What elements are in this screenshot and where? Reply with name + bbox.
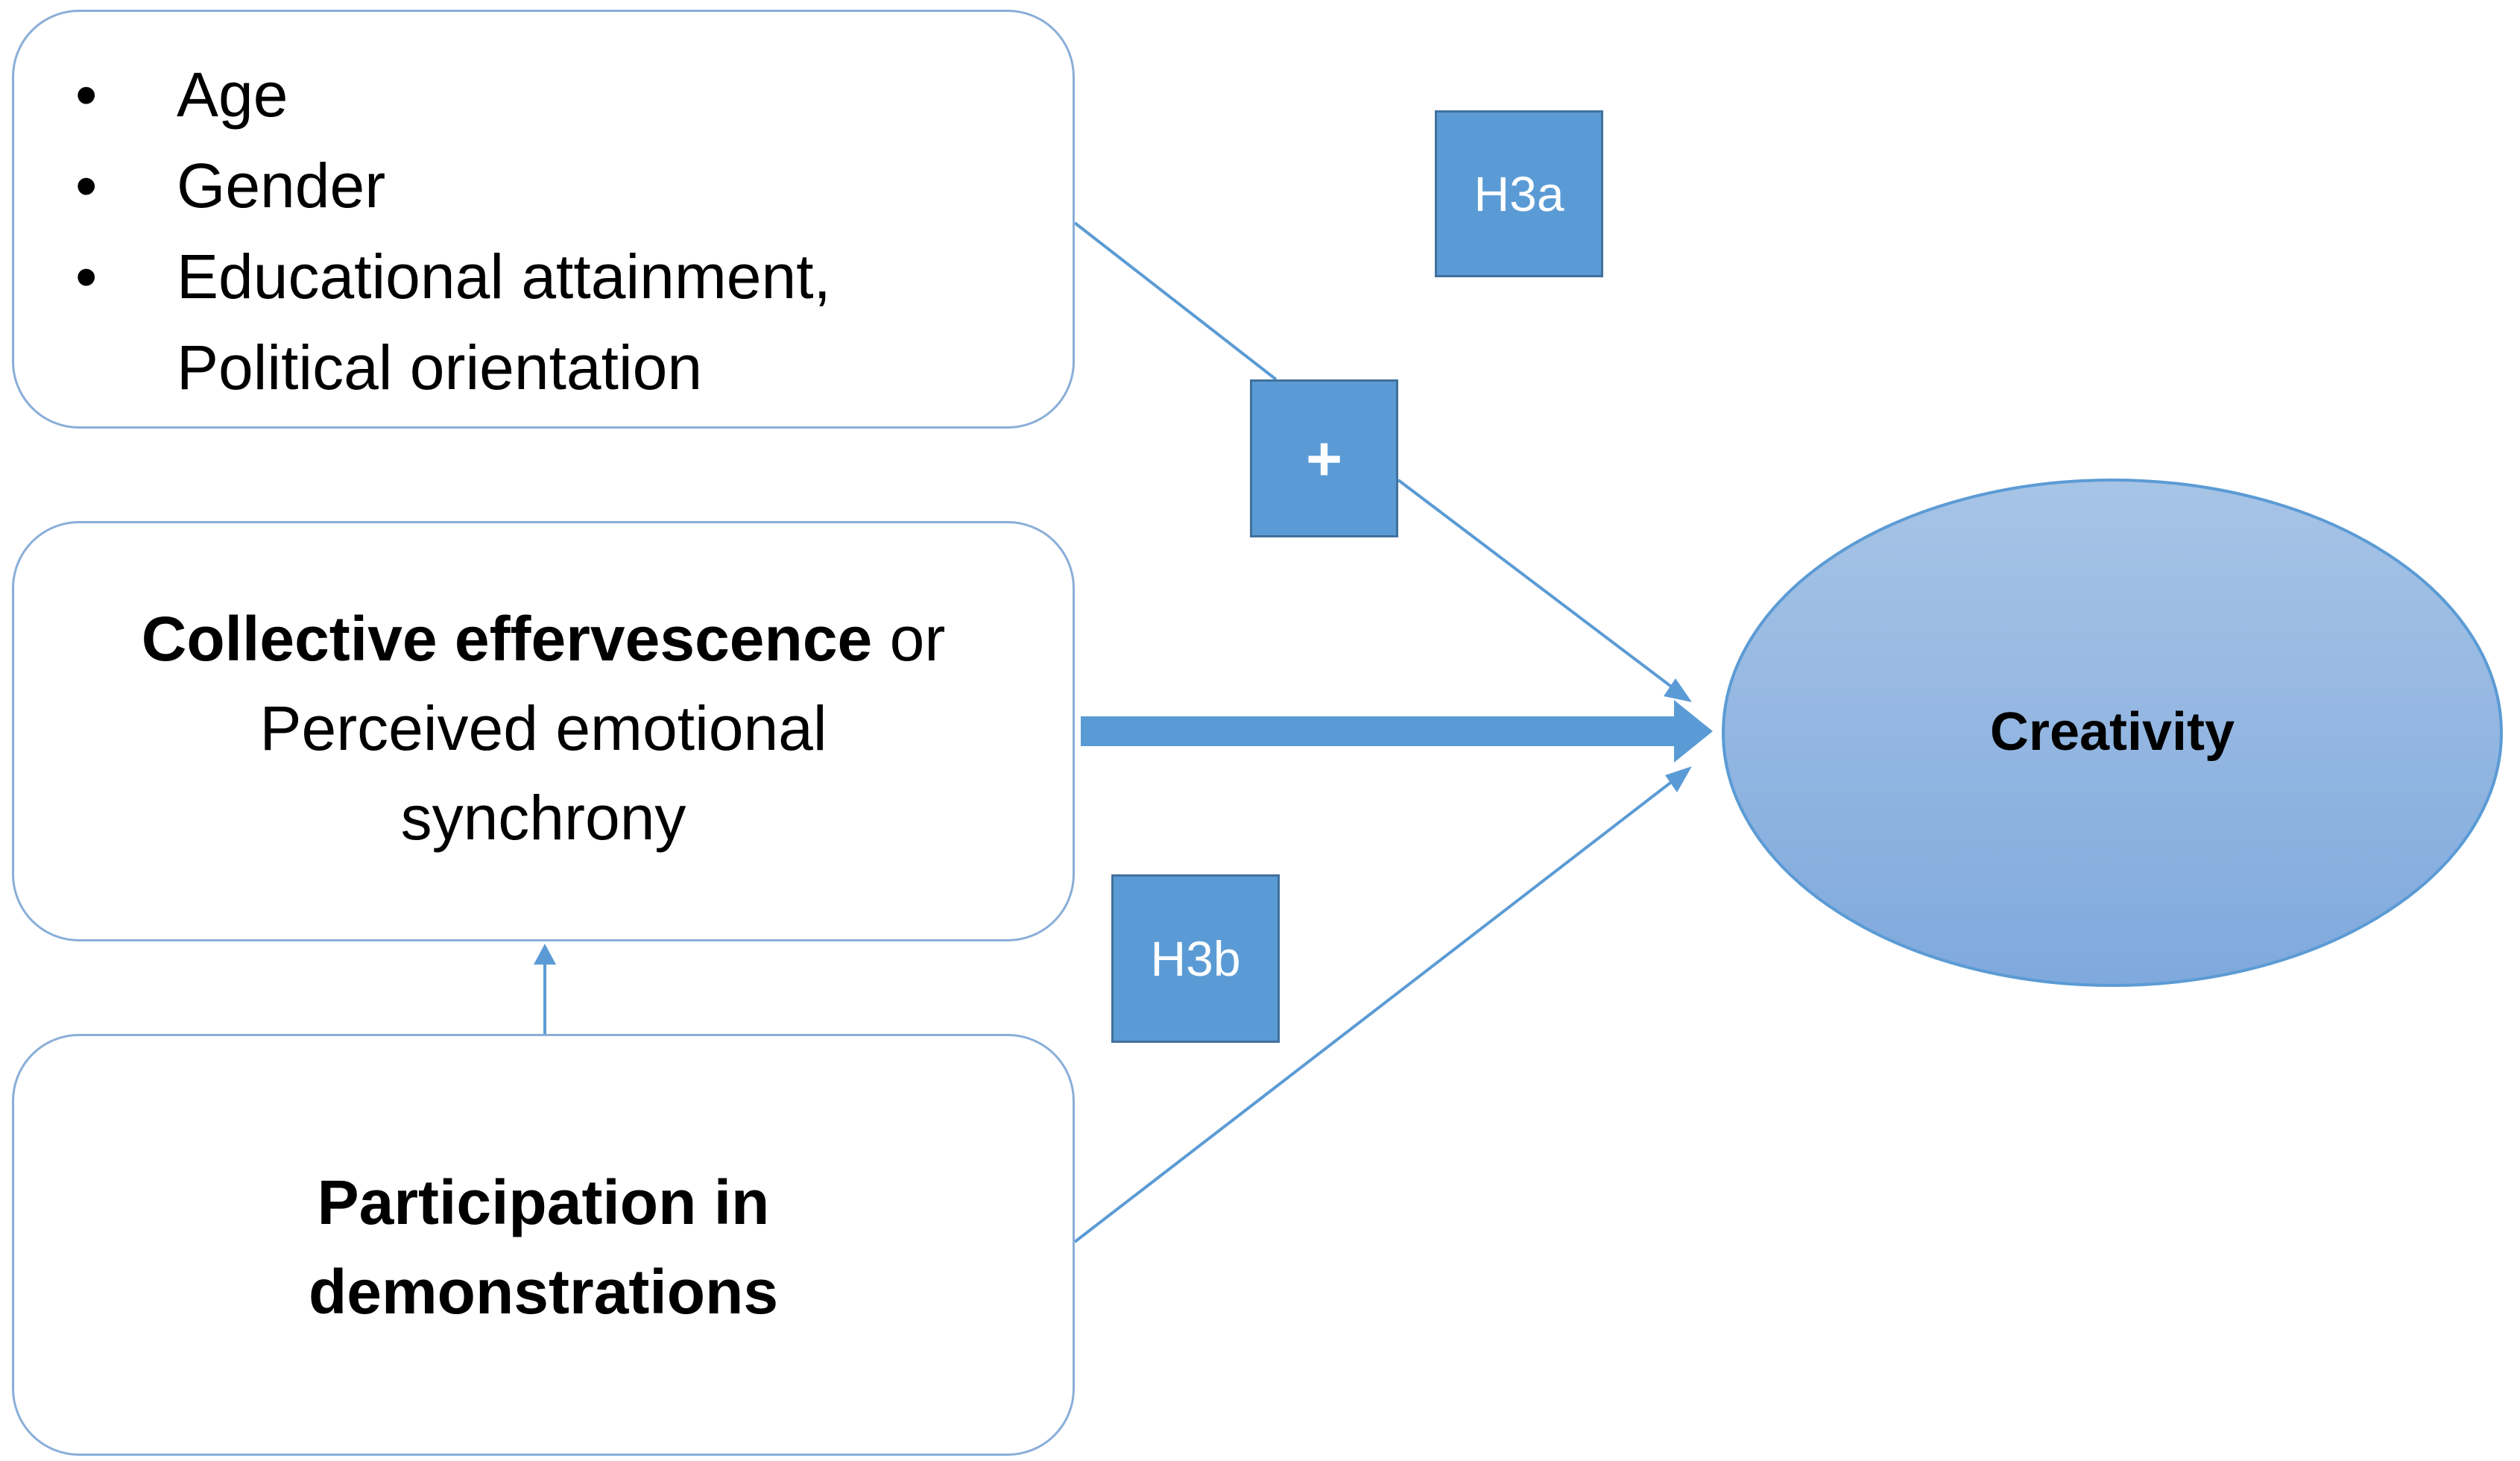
predictor-line-2: demonstrations bbox=[308, 1257, 779, 1327]
control-variables-list: • Age • Gender • Educational attainment,… bbox=[14, 49, 1073, 413]
predictor-to-mediator-arrowhead bbox=[534, 944, 556, 965]
mediator-text: Collective effervescence or Perceived em… bbox=[14, 594, 1073, 862]
bullet-icon: • bbox=[75, 242, 98, 312]
bullet-icon: • bbox=[75, 151, 98, 221]
mediator-or-text: or bbox=[872, 604, 946, 674]
list-item-label: Gender bbox=[177, 151, 386, 221]
hypothesis-h3a-label: H3a bbox=[1435, 110, 1603, 277]
predictor-box: Participation in demonstrations bbox=[12, 1034, 1075, 1456]
list-item: • Educational attainment, bbox=[14, 231, 1073, 322]
moderator-to-creativity-arrow bbox=[1397, 479, 1687, 699]
mediator-line-3: synchrony bbox=[400, 783, 686, 853]
predictor-to-creativity-arrow bbox=[1073, 769, 1687, 1243]
creativity-label: Creativity bbox=[1990, 702, 2235, 762]
mediator-box: Collective effervescence or Perceived em… bbox=[12, 521, 1075, 941]
hypothesis-h3b-label: H3b bbox=[1111, 874, 1280, 1043]
mediator-arrowhead bbox=[1674, 700, 1713, 763]
bullet-icon: • bbox=[75, 60, 98, 130]
mediator-line-1: Collective effervescence or bbox=[14, 594, 1073, 684]
predictor-text: Participation in demonstrations bbox=[14, 1158, 1073, 1337]
list-item: • Age bbox=[14, 49, 1073, 140]
list-item-continuation: Political orientation bbox=[14, 322, 1073, 413]
list-item-label: Age bbox=[177, 60, 288, 130]
list-item-label: Educational attainment, bbox=[177, 242, 831, 312]
moderation-plus-label: + bbox=[1250, 379, 1398, 537]
predictor-line-1: Participation in bbox=[317, 1167, 770, 1237]
mediator-line-2: Perceived emotional bbox=[259, 693, 827, 763]
moderator-arrowhead bbox=[1664, 678, 1692, 702]
mediator-bold-text: Collective effervescence bbox=[141, 604, 873, 674]
controls-to-moderator-line bbox=[1073, 221, 1278, 381]
list-item-label: Political orientation bbox=[177, 332, 703, 403]
predictor-arrowhead bbox=[1665, 766, 1692, 792]
creativity-ellipse bbox=[1722, 479, 2503, 987]
mediator-to-creativity-shaft bbox=[1081, 716, 1686, 746]
control-variables-box: • Age • Gender • Educational attainment,… bbox=[12, 10, 1075, 429]
list-item: • Gender bbox=[14, 140, 1073, 231]
